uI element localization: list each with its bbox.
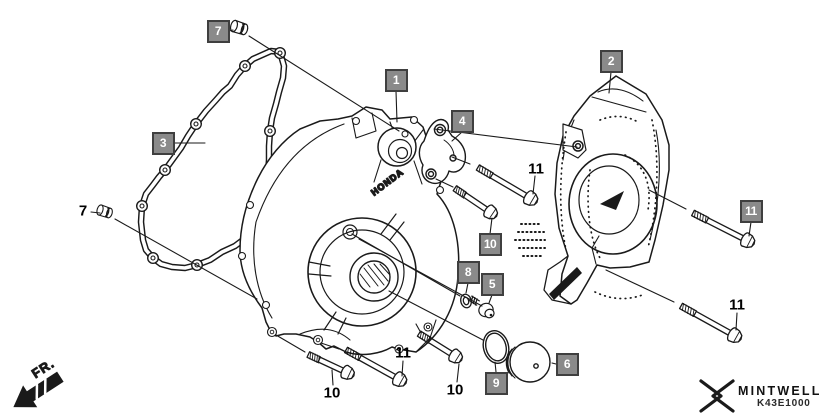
callout-badge-8[interactable]: 8 [456, 260, 480, 284]
callout-label-11[interactable]: 11 [729, 296, 745, 314]
callout-label-11[interactable]: 11 [395, 344, 411, 362]
crankcase-cover-part-1: HONDA [237, 106, 460, 356]
callout-badge-1[interactable]: 1 [384, 68, 408, 92]
o-ring-part-9 [482, 330, 510, 364]
callout-badge-5[interactable]: 5 [480, 272, 504, 296]
callout-label-10[interactable]: 10 [446, 381, 464, 399]
callout-label-10[interactable]: 10 [323, 384, 341, 402]
callout-badge-9[interactable]: 9 [484, 371, 508, 395]
brand-name: MINTWELL [738, 384, 822, 398]
callout-badge-2[interactable]: 2 [599, 49, 623, 73]
mintwell-logo-icon [699, 379, 735, 413]
cap-part-6 [505, 341, 551, 383]
screw-part-5 [468, 295, 495, 319]
callout-label-7[interactable]: 7 [78, 202, 88, 220]
callout-label-11[interactable]: 11 [528, 160, 544, 178]
callout-badge-6[interactable]: 6 [555, 352, 579, 376]
callout-badge-7[interactable]: 7 [206, 19, 230, 43]
stipple-shading [514, 223, 546, 257]
callout-badge-4[interactable]: 4 [450, 109, 474, 133]
diagram-part-code: K43E1000 [757, 398, 811, 409]
leader-lines [90, 29, 752, 386]
callout-badge-3[interactable]: 3 [151, 131, 175, 155]
pulser-cover-part-2 [514, 75, 670, 305]
callout-badge-10[interactable]: 10 [478, 232, 502, 256]
callout-badge-11[interactable]: 11 [739, 199, 763, 223]
